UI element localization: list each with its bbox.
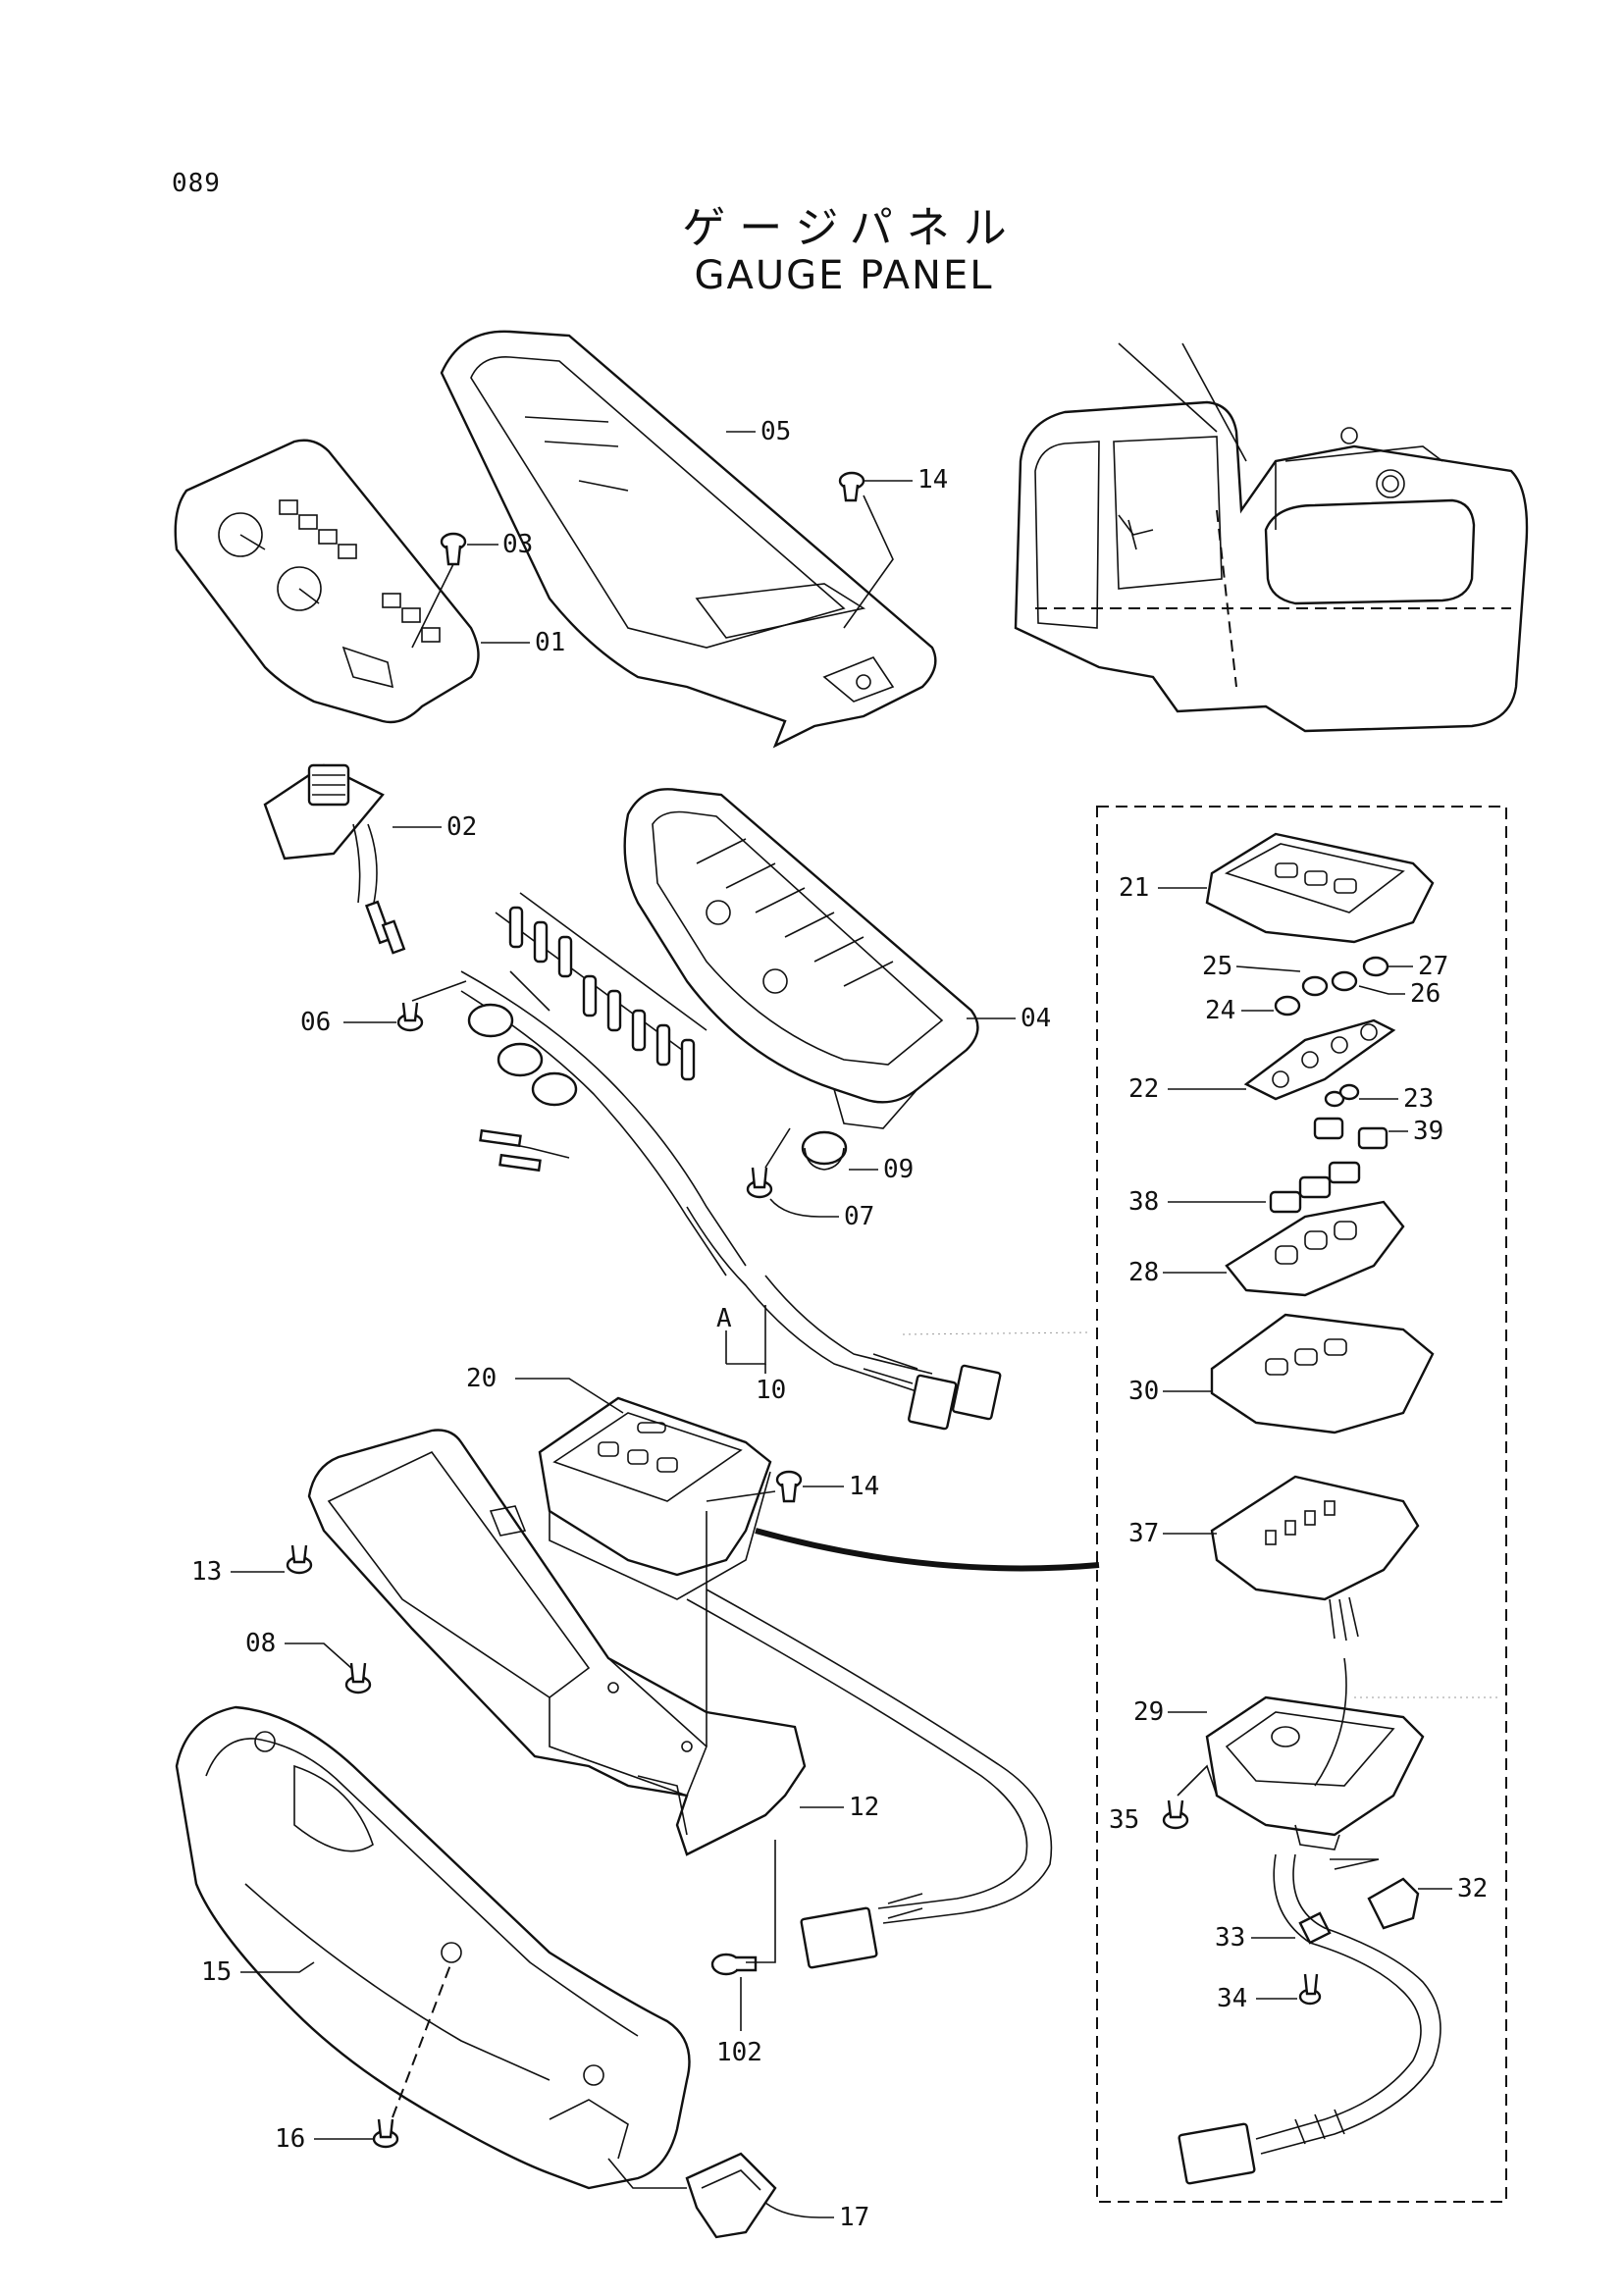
part-05-cover [440, 330, 937, 749]
part-15-console-cover [175, 1705, 691, 2190]
part-10-harness [725, 1305, 766, 1374]
callout-30: 30 [1128, 1377, 1159, 1406]
part-01-panel [174, 439, 530, 724]
callout-38: 38 [1128, 1187, 1159, 1217]
callout-13: 13 [191, 1557, 222, 1587]
part-20-controller [515, 1378, 772, 1600]
callout-20: 20 [466, 1364, 497, 1393]
part-03-screw [411, 532, 498, 649]
callout-01: 01 [535, 628, 565, 657]
part-09-grommet [801, 1130, 878, 1171]
callout-25: 25 [1202, 952, 1232, 981]
detail-box [1096, 806, 1507, 2203]
callout-33: 33 [1215, 1923, 1245, 1953]
harness-gauge [460, 892, 1090, 1431]
callout-03: 03 [502, 530, 533, 559]
callout-10: 10 [756, 1376, 786, 1405]
callout-06: 06 [300, 1008, 331, 1037]
callout-04: 04 [1021, 1004, 1051, 1033]
callout-12: 12 [849, 1793, 879, 1822]
part-14-screw-top [838, 471, 913, 629]
page-number: 089 [172, 169, 221, 198]
part-102-screw [710, 1840, 776, 2031]
callout-39: 39 [1413, 1117, 1443, 1146]
callout-21: 21 [1119, 873, 1149, 903]
part-07-screw [746, 1127, 839, 1218]
callout-09: 09 [883, 1155, 914, 1184]
part-04-housing [623, 788, 1016, 1129]
part-08-screw [285, 1642, 372, 1694]
part-06-screw [343, 980, 467, 1032]
title-english: GAUGE PANEL [694, 253, 994, 298]
callout-23: 23 [1403, 1084, 1434, 1114]
part-12-frame [307, 1429, 844, 1856]
callout-35: 35 [1109, 1805, 1139, 1835]
callout-05: 05 [760, 417, 791, 446]
callout-102: 102 [716, 2038, 762, 2067]
callout-27: 27 [1418, 952, 1448, 981]
detail-parts [1158, 832, 1501, 2185]
callout-24: 24 [1205, 996, 1235, 1025]
connector-row [508, 906, 696, 1081]
callout-A: A [716, 1304, 732, 1333]
part-13-screw [231, 1544, 313, 1575]
callout-29: 29 [1133, 1697, 1164, 1727]
title-japanese: ゲージパネル [682, 203, 1021, 253]
callout-37: 37 [1128, 1519, 1159, 1548]
callout-07: 07 [844, 1202, 874, 1231]
cable-link [755, 1528, 1100, 1572]
part-14-screw-mid [706, 1470, 844, 1503]
callout-22: 22 [1128, 1074, 1159, 1104]
part-17-lid [607, 2152, 834, 2239]
callout-17: 17 [839, 2203, 869, 2232]
callout-32: 32 [1457, 1874, 1488, 1903]
part-02-switch [263, 763, 442, 955]
callout-14-mid: 14 [849, 1472, 879, 1501]
callout-28: 28 [1128, 1258, 1159, 1287]
callout-34: 34 [1217, 1984, 1247, 2013]
callout-15: 15 [201, 1957, 232, 1987]
callout-14-top: 14 [917, 465, 948, 495]
part-16-screw [314, 1961, 452, 2149]
excavator-overview [1014, 342, 1529, 733]
callout-02: 02 [446, 812, 477, 842]
harness-console [686, 1589, 1053, 1969]
callout-08: 08 [245, 1629, 276, 1658]
callout-16: 16 [275, 2124, 305, 2154]
callout-26: 26 [1410, 979, 1441, 1009]
